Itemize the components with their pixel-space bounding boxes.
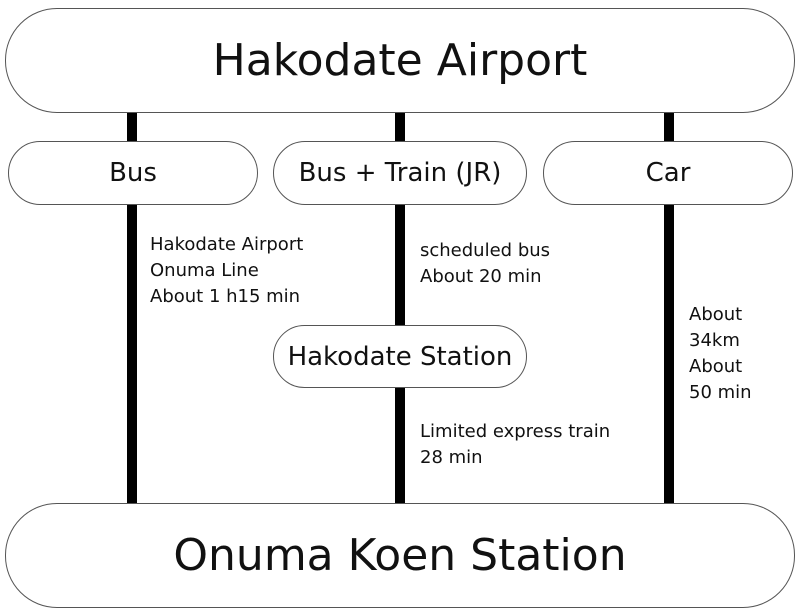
origin-hakodate-airport: Hakodate Airport xyxy=(5,8,795,113)
car-route-notes: About 34km About 50 min xyxy=(689,302,752,406)
train-leg-notes: Limited express train 28 min xyxy=(420,419,610,471)
bus-note-line: About 1 h15 min xyxy=(150,286,301,307)
route-car-label: Car xyxy=(543,141,793,205)
car-note-line: About xyxy=(689,356,743,377)
bus-leg-note-line: scheduled bus xyxy=(420,240,551,261)
bus-note-line: Hakodate Airport xyxy=(150,234,304,255)
destination-onuma-koen-station: Onuma Koen Station xyxy=(5,503,795,608)
car-note-line: About xyxy=(689,304,743,325)
car-note-line: 34km xyxy=(689,330,740,351)
bus-leg-note-line: About 20 min xyxy=(420,266,542,287)
route-bus-train-label: Bus + Train (JR) xyxy=(273,141,527,205)
train-leg-note-line: Limited express train xyxy=(420,421,611,442)
bus-route-line xyxy=(127,110,137,510)
bus-route-notes: Hakodate Airport Onuma Line About 1 h15 … xyxy=(150,232,303,310)
bus-note-line: Onuma Line xyxy=(150,260,259,281)
route-bus-label: Bus xyxy=(8,141,258,205)
car-route-line xyxy=(664,110,674,510)
bus-train-route-line xyxy=(395,110,405,510)
train-leg-note-line: 28 min xyxy=(420,447,483,468)
car-note-line: 50 min xyxy=(689,382,752,403)
bus-leg-notes: scheduled bus About 20 min xyxy=(420,238,550,290)
transfer-hakodate-station: Hakodate Station xyxy=(273,325,527,388)
